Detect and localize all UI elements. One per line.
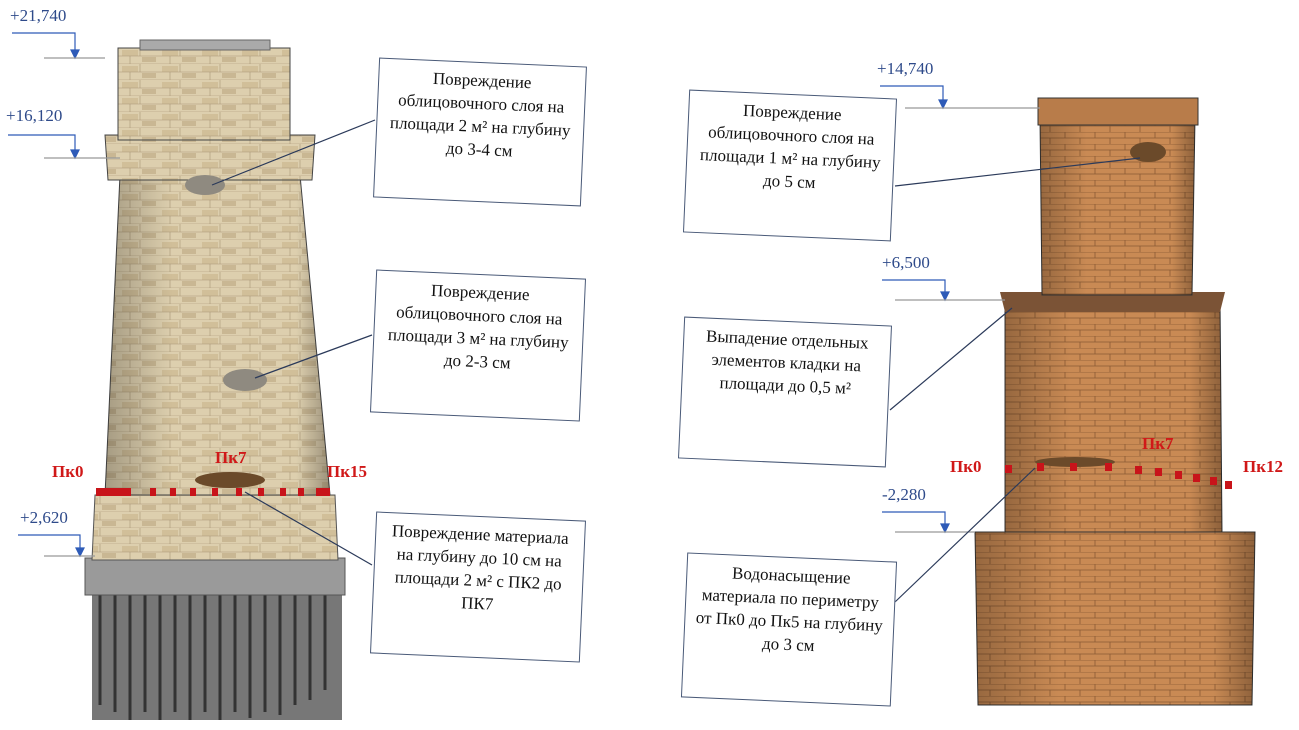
- picket-label: Пк7: [215, 448, 247, 467]
- picket-label: Пк15: [327, 462, 368, 481]
- callout-box: Повреждение облицовочного слоя на площад…: [682, 89, 898, 242]
- leader-lines: [211, 119, 1141, 603]
- callout-box: Выпадение отдельных элементов кладки на …: [678, 316, 892, 468]
- elevation-label: +14,740: [877, 59, 934, 78]
- callout-box: Повреждение облицовочного слоя на площад…: [369, 269, 587, 422]
- damage-spot: [223, 369, 267, 391]
- damage-spot: [185, 175, 225, 195]
- picket-label: Пк0: [52, 462, 84, 481]
- damage-spot: [1130, 142, 1166, 162]
- picket-label: Пк7: [1142, 434, 1174, 453]
- callout-box: Водонасыщение материала по периметру от …: [680, 552, 898, 707]
- left-pier: [84, 39, 346, 720]
- damage-spot: [1035, 457, 1115, 467]
- right-pier: [974, 97, 1256, 706]
- elevation-label: +2,620: [20, 508, 68, 527]
- piles: [92, 592, 342, 720]
- picket-markers: [96, 488, 330, 496]
- callout-box: Повреждение материала на глубину до 10 с…: [370, 511, 586, 663]
- elevation-label: +16,120: [6, 106, 63, 125]
- elevation-label: +6,500: [882, 253, 930, 272]
- elevation-markers: [8, 32, 1040, 558]
- elevation-label: -2,280: [882, 485, 926, 504]
- picket-markers: [1005, 463, 1232, 489]
- callout-box: Повреждение облицовочного слоя на площад…: [373, 57, 587, 207]
- picket-label: Пк0: [950, 457, 982, 476]
- picket-label: Пк12: [1243, 457, 1284, 476]
- damage-spot: [195, 472, 265, 488]
- elevation-label: +21,740: [10, 6, 67, 25]
